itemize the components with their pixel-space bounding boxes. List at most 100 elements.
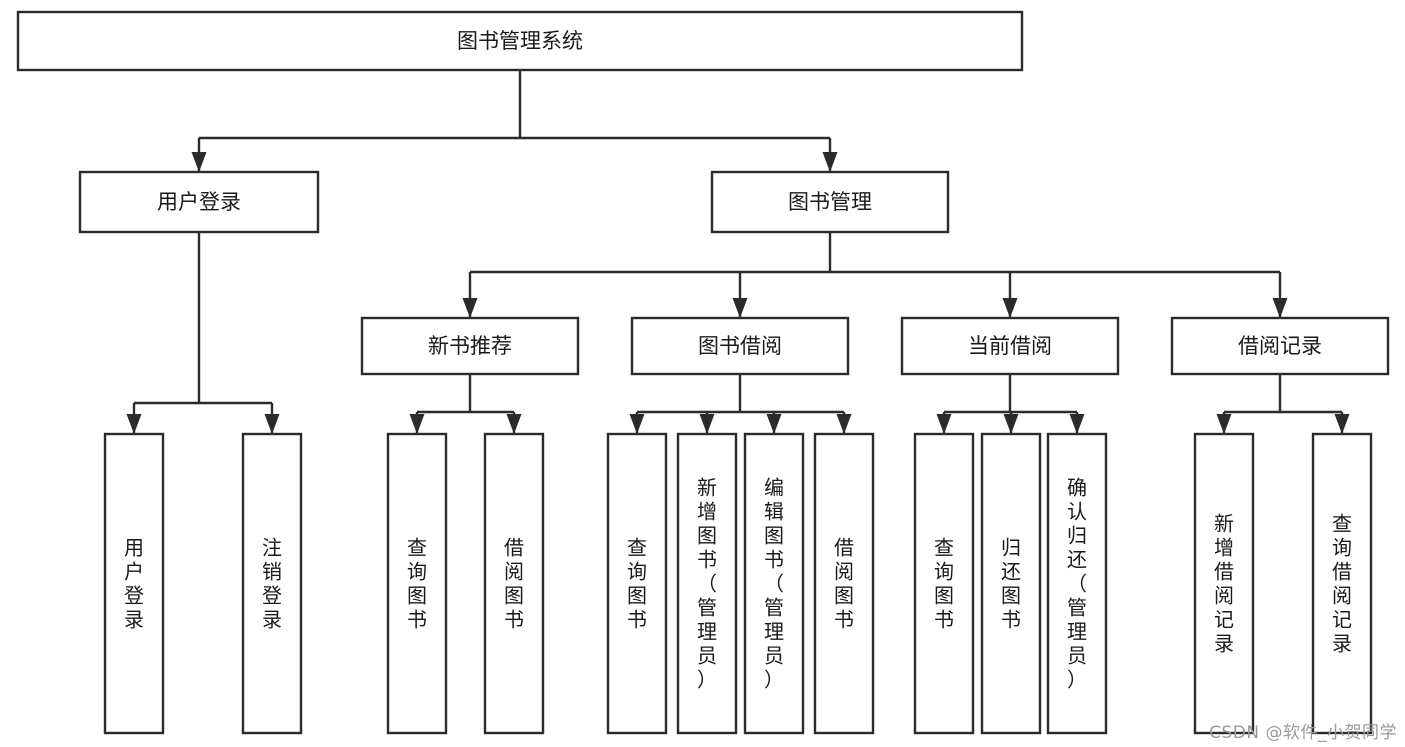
node-label-char: 记 [1332, 608, 1352, 632]
node-box-leaf-return-book [980, 432, 1042, 735]
node-label-char: 销 [262, 560, 282, 584]
node-book-borrow[interactable]: 图书借阅 [630, 316, 850, 376]
node-box-leaf-query-book-recommend [386, 432, 448, 735]
node-label-char: 员 [764, 644, 784, 668]
node-box-leaf-user-login [103, 432, 165, 735]
node-label-new-book-recommend: 新书推荐 [428, 334, 512, 358]
node-label-char: 录 [1214, 632, 1234, 656]
arrow-head-icon [699, 414, 715, 434]
node-label-char: （ [1067, 572, 1087, 596]
node-label-char: 阅 [1332, 584, 1352, 608]
arrow-head-icon [462, 298, 478, 318]
node-label-char: 书 [1001, 608, 1021, 632]
node-label-char: 用 [124, 536, 144, 560]
node-label-char: 员 [697, 644, 717, 668]
arrow-head-icon [264, 414, 280, 434]
node-label-borrow-record: 借阅记录 [1238, 334, 1322, 358]
connector-layer [126, 70, 1350, 434]
node-box-book-management [710, 170, 950, 234]
node-label-char: 管 [764, 596, 784, 620]
arrow-head-icon [936, 414, 952, 434]
node-label-current-borrow: 当前借阅 [968, 334, 1052, 358]
node-label-char: 图 [504, 584, 524, 608]
node-label-char: 编 [764, 476, 784, 500]
node-label-char: 图 [697, 524, 717, 548]
arrow-head-icon [1272, 298, 1288, 318]
arrow-head-icon [732, 298, 748, 318]
arrow-head-icon [126, 414, 142, 434]
node-user-login[interactable]: 用户登录 [78, 170, 320, 234]
node-box-leaf-query-borrow-record [1311, 432, 1373, 735]
node-label-char: 书 [764, 548, 784, 572]
node-label-char: 借 [1214, 560, 1234, 584]
node-label-char: 阅 [504, 560, 524, 584]
node-label-char: （ [764, 572, 784, 596]
arrow-head-icon [836, 414, 852, 434]
node-box-root [16, 10, 1024, 72]
node-book-management[interactable]: 图书管理 [710, 170, 950, 234]
node-label-char: 录 [262, 608, 282, 632]
node-box-borrow-record [1170, 316, 1390, 376]
node-label-char: ） [764, 668, 784, 692]
node-label-char: 还 [1067, 548, 1087, 572]
node-label-char: （ [697, 572, 717, 596]
node-label-char: 员 [1067, 644, 1087, 668]
node-label-char: 认 [1067, 500, 1087, 524]
node-label-char: 管 [1067, 596, 1087, 620]
node-label-char: 书 [834, 608, 854, 632]
node-leaf-user-login[interactable]: 用户登录 [103, 432, 165, 735]
node-label-user-login: 用户登录 [157, 190, 241, 214]
node-box-leaf-edit-book-admin [743, 432, 805, 735]
node-label-book-borrow: 图书借阅 [698, 334, 782, 358]
node-label-root: 图书管理系统 [457, 29, 583, 53]
arrow-head-icon [1334, 414, 1350, 434]
node-box-leaf-borrow-book-recommend [483, 432, 545, 735]
node-label-char: 归 [1001, 536, 1021, 560]
arrow-head-icon [1003, 414, 1019, 434]
node-label-char: 记 [1214, 608, 1234, 632]
node-label-char: 阅 [834, 560, 854, 584]
node-label-char: 图 [407, 584, 427, 608]
node-label-char: 查 [934, 536, 954, 560]
node-box-book-borrow [630, 316, 850, 376]
node-new-book-recommend[interactable]: 新书推荐 [360, 316, 580, 376]
node-box-leaf-logout [241, 432, 303, 735]
node-borrow-record[interactable]: 借阅记录 [1170, 316, 1390, 376]
node-label-char: 登 [124, 584, 144, 608]
node-label-char: 增 [697, 500, 717, 524]
arrow-head-icon [1002, 298, 1018, 318]
node-box-leaf-add-book-admin [676, 432, 738, 735]
node-box-new-book-recommend [360, 316, 580, 376]
node-label-char: 借 [504, 536, 524, 560]
node-label-char: 还 [1001, 560, 1021, 584]
csdn-watermark: CSDN @软件_小贺同学 [1209, 723, 1397, 743]
node-label-char: ） [1067, 668, 1087, 692]
node-label-char: 询 [1332, 536, 1352, 560]
node-label-char: 查 [407, 536, 427, 560]
node-label-char: 书 [697, 548, 717, 572]
arrow-head-icon [1069, 414, 1085, 434]
node-label-char: 管 [697, 596, 717, 620]
node-label-char: 登 [262, 584, 282, 608]
arrow-head-icon [629, 414, 645, 434]
node-root[interactable]: 图书管理系统 [16, 10, 1024, 72]
node-box-leaf-confirm-return-admin [1046, 432, 1108, 735]
node-box-leaf-query-book-current [913, 432, 975, 735]
node-label-char: 阅 [1214, 584, 1234, 608]
node-current-borrow[interactable]: 当前借阅 [900, 316, 1120, 376]
node-box-leaf-add-borrow-record [1193, 432, 1255, 735]
